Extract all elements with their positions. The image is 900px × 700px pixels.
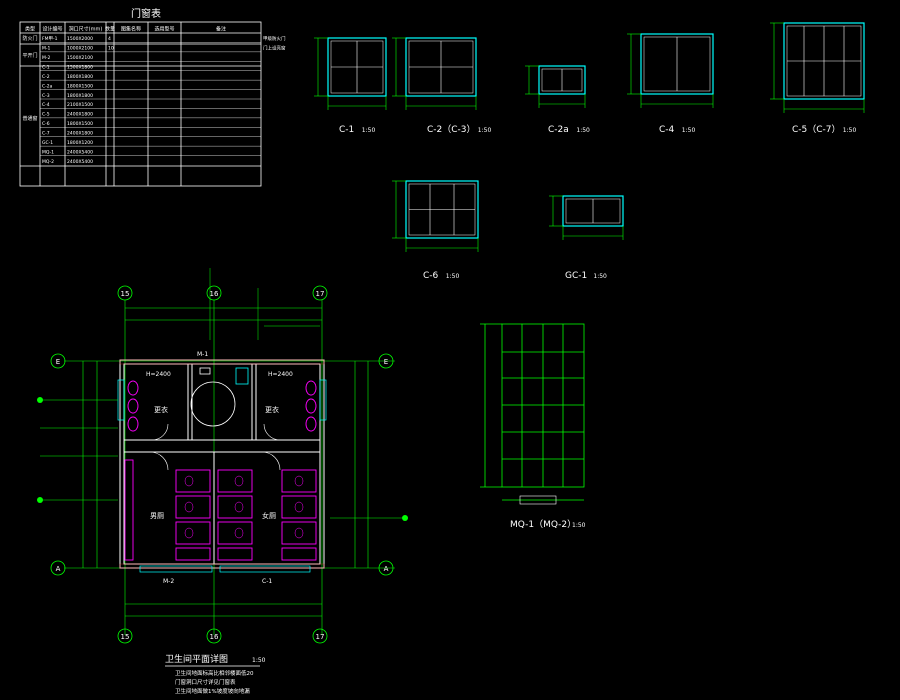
table-cell: GC-1 [42,140,53,146]
window-label-6: GC-1 [565,271,587,281]
table-header-3: 数量 [105,26,115,33]
axis-bottom-15: 15 [121,633,130,641]
table-cell: 1800X1800 [67,74,93,80]
axis-top-17: 17 [316,290,325,298]
window-scale-3: 1:50 [682,127,696,134]
window-elevation-3: C-4 1:50 [627,33,714,135]
window-elevation-4: C-5（C-7）1:50 [770,22,865,135]
room-name-men: 男厕 [150,512,164,520]
plan-title: 卫生间平面详图 [165,653,228,665]
window-label-3: C-4 [659,125,675,135]
table-cell: 2400X5400 [67,149,93,155]
table-cell: C-1 [42,65,50,71]
room-name-right: 更衣 [265,405,279,414]
axis-row-e-right: E [384,358,388,366]
table-cell: 1500X2000 [67,36,93,42]
table-header-5: 选用型号 [154,26,174,33]
table-cell: MQ-2 [42,159,54,165]
window-scale-2: 1:50 [576,127,590,134]
axis-row-a-right: A [384,565,389,573]
plan-note-2: 门窗洞口尺寸详见门窗表 [175,678,236,686]
window-scale-5: 1:50 [446,273,460,280]
table-cell: C-4 [42,102,50,108]
curtain-wall-label: MQ-1（MQ-2） [510,519,576,530]
door-label-m1: M-1 [197,351,208,358]
plan-fixtures [124,380,317,561]
door-label-c1: C-1 [262,578,272,585]
axis-top-15: 15 [121,290,130,298]
table-cell: 2400X5400 [67,159,93,165]
table-header-6: 备注 [216,26,226,33]
window-scale-6: 1:50 [593,273,607,280]
room-height-right: H=2400 [268,371,293,378]
axis-top-16: 16 [210,290,219,298]
axis-bottom-17: 17 [316,633,325,641]
table-type-2: 普通窗 [22,115,37,122]
window-elevation-1: C-2（C-3）1:50 [392,37,492,135]
table-cell: 1000X2100 [67,46,93,52]
table-cell: C-6 [42,121,50,127]
table-header-2: 洞口尺寸(mm) [69,26,103,33]
table-cell: C-3 [42,93,50,99]
table-header-1: 设计编号 [42,26,62,33]
plan-scale: 1:50 [252,657,266,664]
table-cell: 1800X1500 [67,83,93,89]
table-cell: FM甲-1 [42,36,58,42]
window-label-5: C-6 [423,271,439,281]
table-cell: 2100X1500 [67,102,93,108]
window-scale-0: 1:50 [362,127,376,134]
room-name-women: 女厕 [262,511,276,520]
window-label-0: C-1 [339,125,354,135]
window-label-4: C-5（C-7） [792,124,841,135]
table-cell: C-7 [42,131,50,137]
table-cell: 4 [108,36,111,42]
room-height-left: H=2400 [146,371,171,378]
plan-dimensions [64,300,395,635]
table-cell: 甲级防火门 [263,35,286,42]
table-type-0: 防火门 [22,35,37,42]
table-cell: 1500X2100 [67,55,93,61]
table-cell: M-1 [42,46,51,52]
table-cell: 10 [108,46,114,52]
table-cell: 2400X1800 [67,112,93,118]
window-elevation-6: GC-1 1:50 [549,195,624,281]
table-cell: 1800X1200 [67,140,93,146]
table-header-4: 图集名称 [121,26,141,33]
table-type-1: 平开门 [22,52,37,59]
window-elevation-2: C-2a 1:50 [525,65,590,135]
door-label-m2: M-2 [163,578,174,585]
table-cell: 门上设亮窗 [263,45,286,52]
window-scale-1: 1:50 [478,127,492,134]
plan-walls [119,359,325,569]
window-label-2: C-2a [548,125,569,135]
axis-row-a-left: A [56,565,61,573]
window-elevation-5: C-6 1:50 [392,180,479,281]
table-cell: 1800X1800 [67,93,93,99]
axis-bottom-16: 16 [210,633,219,641]
table-cell: MQ-1 [42,149,54,155]
table-cell: M-2 [42,55,51,61]
window-elevation-0: C-1 1:50 [314,37,387,135]
table-cell: C-5 [42,112,50,118]
window-label-1: C-2（C-3） [427,124,476,135]
table-cell: 1500X1800 [67,65,93,71]
room-name-left: 更衣 [154,405,168,414]
curtain-wall-scale: 1:50 [572,522,586,529]
curtain-wall-elevation: MQ-1（MQ-2） 1:50 [480,323,586,530]
table-header-0: 类型 [25,26,35,33]
table-title: 门窗表 [131,7,161,20]
table-cell: 1800X1500 [67,121,93,127]
table-cell: C-2 [42,74,50,80]
toilet-floor-plan: 15 16 17 15 16 17 E E A A [37,268,408,695]
plan-note-3: 卫生间地面做1%坡度坡向地漏 [175,687,250,695]
window-scale-4: 1:50 [843,127,857,134]
plan-note-1: 卫生间地面标高比相邻楼面低20 [175,669,254,677]
table-cell: C-2a [42,83,53,89]
door-window-table: 门窗表 类型设计编号洞口尺寸(mm)数量图集名称 选用型号 备注 防火门平开门普通窗… [19,7,286,187]
table-cell: 2400X1800 [67,131,93,137]
axis-row-e-left: E [56,358,60,366]
